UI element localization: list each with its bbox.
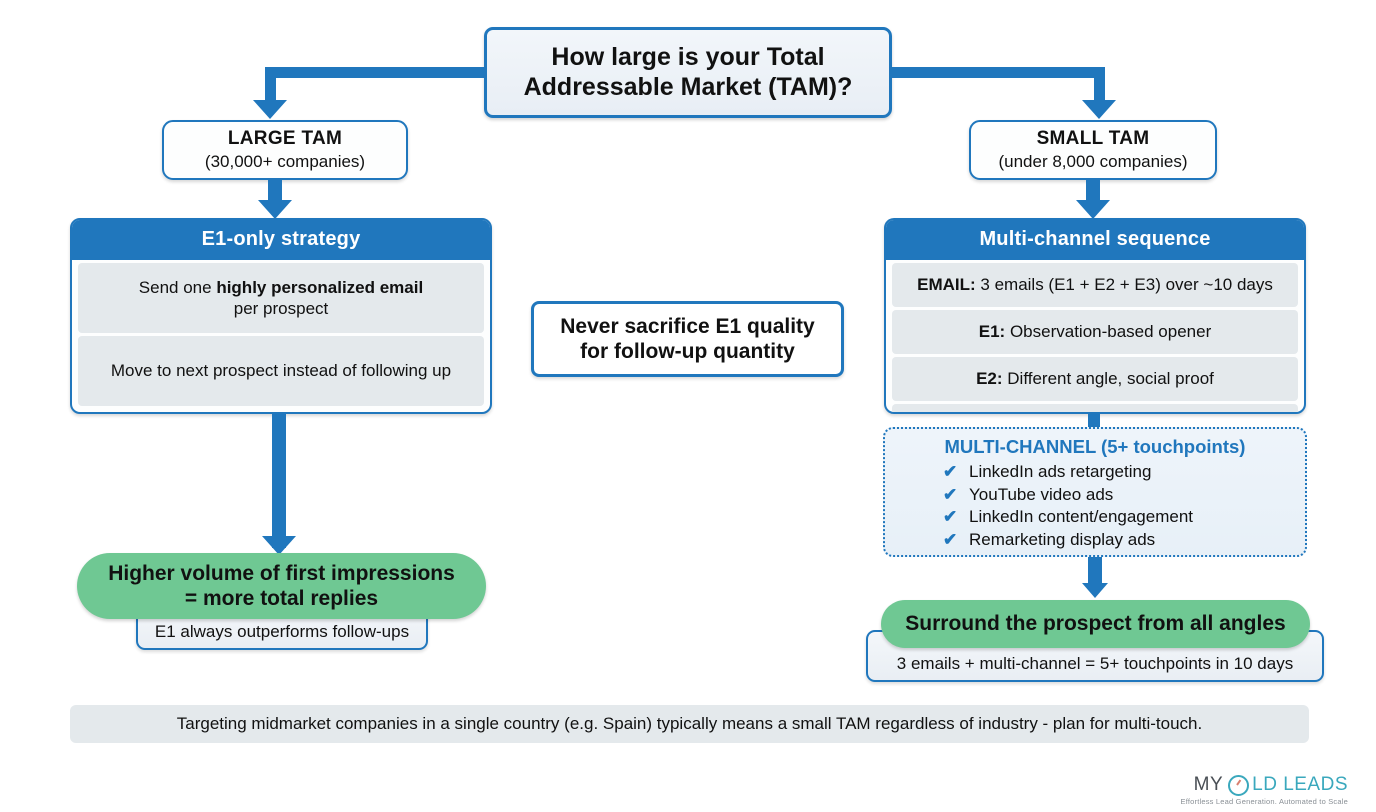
connector-question-to-left — [265, 67, 487, 78]
logo-part-my: MY — [1193, 774, 1224, 795]
mc-row-2-label: E1: — [978, 322, 1006, 342]
right-outcome-line-1: Surround the prospect from all angles — [905, 612, 1286, 636]
question-line-2: Addressable Market (TAM)? — [523, 72, 853, 101]
check-icon: ✔ — [943, 462, 958, 481]
small-tam-title: SMALL TAM — [1036, 128, 1150, 149]
connector-dotted-to-outcome — [1088, 557, 1102, 585]
large-tam-title: LARGE TAM — [227, 128, 343, 149]
center-note-line-2: for follow-up quantity — [580, 340, 795, 363]
large-tam-box: LARGE TAM (30,000+ companies) — [162, 120, 408, 180]
logo-tagline: Effortless Lead Generation. Automated to… — [1180, 797, 1348, 806]
e1-row-1-bold: highly personalized email — [216, 277, 424, 297]
list-item: ✔ YouTube video ads — [943, 484, 1295, 507]
large-tam-subtitle: (30,000+ companies) — [204, 152, 366, 171]
touchpoint-label-2: YouTube video ads — [969, 484, 1114, 504]
mc-row-1-text: 3 emails (E1 + E2 + E3) over ~10 days — [975, 275, 1273, 295]
center-note-line-1: Never sacrifice E1 quality — [560, 314, 815, 338]
logo-part-leads: LD LEADS — [1252, 774, 1348, 795]
footer-note: Targeting midmarket companies in a singl… — [70, 705, 1309, 743]
logo-wordmark: MY LD LEADS — [1181, 774, 1349, 796]
mc-row-4: E3: Breakup / value-add — [892, 404, 1298, 412]
multi-channel-sequence-panel: Multi-channel sequence EMAIL: 3 emails (… — [884, 218, 1306, 414]
list-item: ✔ LinkedIn ads retargeting — [943, 461, 1295, 484]
list-item: ✔ LinkedIn content/engagement — [943, 506, 1295, 529]
mc-row-3-label: E2: — [976, 369, 1003, 389]
check-icon: ✔ — [943, 529, 958, 549]
small-tam-subtitle: (under 8,000 companies) — [998, 152, 1188, 171]
arrow-head-right-outcome — [1082, 583, 1108, 598]
list-item: ✔ Remarketing display ads — [943, 529, 1295, 552]
mc-row-3: E2: Different angle, social proof — [892, 357, 1298, 401]
mc-row-3-text: Different angle, social proof — [1002, 369, 1214, 389]
left-outcome-line-1: Higher volume of first impressions — [108, 561, 455, 585]
circle-clock-icon — [1228, 774, 1250, 796]
multi-channel-title: MULTI-CHANNEL (5+ touchpoints) — [944, 436, 1246, 457]
connector-right-vertical — [1094, 67, 1105, 102]
e1-panel-body: Send one highly personalized email per p… — [72, 260, 490, 412]
question-box: How large is your Total Addressable Mark… — [484, 27, 892, 118]
connector-large-tam-down — [268, 180, 282, 202]
check-icon: ✔ — [943, 484, 958, 504]
mc-panel-body: EMAIL: 3 emails (E1 + E2 + E3) over ~10 … — [886, 260, 1304, 412]
multi-channel-touchpoints-box: MULTI-CHANNEL (5+ touchpoints) ✔ LinkedIn… — [883, 427, 1307, 557]
question-line-1: How large is your Total — [551, 43, 825, 71]
arrow-head-right — [1082, 100, 1116, 119]
brand-logo: MY LD LEADS Effortless Lead Generation. … — [1181, 774, 1349, 806]
left-outcome-line-2: = more total replies — [184, 587, 379, 610]
connector-mc-to-dotted — [1088, 414, 1100, 428]
connector-question-to-right — [889, 67, 1105, 78]
connector-left-vertical — [265, 67, 276, 102]
e1-row-1-suffix: per prospect — [233, 299, 329, 318]
mc-row-1-label: EMAIL: — [917, 275, 976, 295]
mc-row-2-text: Observation-based opener — [1005, 322, 1212, 342]
left-outcome-pill: Higher volume of first impressions = mor… — [77, 553, 486, 619]
touchpoint-label-3: LinkedIn content/engagement — [969, 507, 1194, 527]
arrow-head-large-tam — [258, 200, 292, 219]
touchpoint-list: ✔ LinkedIn ads retargeting ✔ YouTube video… — [895, 461, 1295, 551]
connector-e1-to-outcome — [272, 414, 286, 548]
touchpoint-label-1: LinkedIn ads retargeting — [969, 462, 1152, 481]
e1-panel-header: E1-only strategy — [72, 220, 490, 260]
mc-row-1: EMAIL: 3 emails (E1 + E2 + E3) over ~10 … — [892, 263, 1298, 307]
mc-panel-header: Multi-channel sequence — [886, 220, 1304, 260]
arrow-head-small-tam — [1076, 200, 1110, 219]
e1-row-2: Move to next prospect instead of followi… — [78, 336, 484, 406]
e1-row-1: Send one highly personalized email per p… — [78, 263, 484, 333]
mc-row-2: E1: Observation-based opener — [892, 310, 1298, 354]
check-icon: ✔ — [943, 507, 958, 527]
right-outcome-pill: Surround the prospect from all angles — [881, 600, 1310, 648]
touchpoint-label-4: Remarketing display ads — [969, 529, 1156, 549]
center-note-box: Never sacrifice E1 quality for follow-up… — [531, 301, 844, 377]
connector-small-tam-down — [1086, 180, 1100, 202]
arrow-head-e1-outcome — [262, 536, 296, 555]
small-tam-box: SMALL TAM (under 8,000 companies) — [969, 120, 1217, 180]
e1-only-strategy-panel: E1-only strategy Send one highly persona… — [70, 218, 492, 414]
arrow-head-left — [253, 100, 287, 119]
e1-row-1-prefix: Send one — [138, 277, 217, 297]
